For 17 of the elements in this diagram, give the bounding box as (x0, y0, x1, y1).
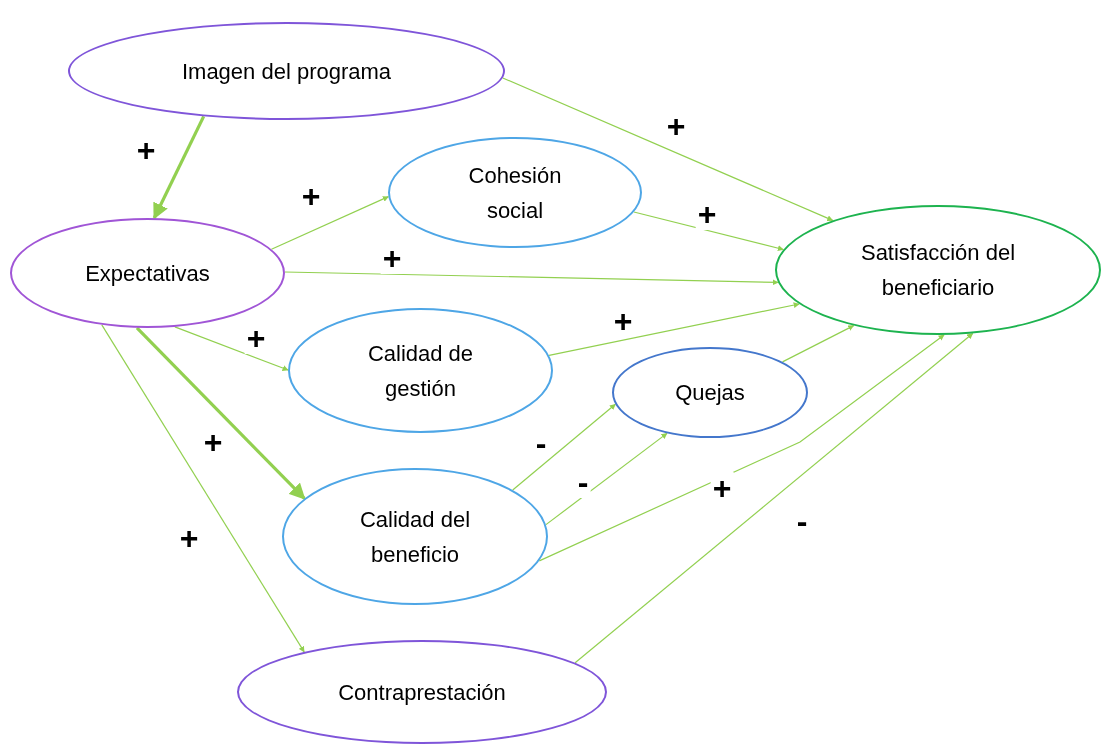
node-label: Expectativas (85, 259, 210, 288)
arrow (174, 326, 289, 371)
node-label: Contraprestación (338, 678, 506, 707)
arrow (135, 326, 306, 500)
arrow (633, 211, 784, 252)
arrow (545, 432, 668, 526)
node-label: Imagen del programa (181, 57, 392, 86)
arrow (781, 325, 855, 363)
node-label: Cohesión social (467, 161, 563, 225)
node-label: Quejas (675, 379, 745, 407)
node-label: Satisfacción del beneficiario (859, 239, 1017, 302)
node-label: Calidad del beneficio (358, 505, 472, 569)
arrow (270, 196, 389, 250)
node-label: Calidad de gestión (366, 339, 475, 403)
arrow (538, 334, 945, 562)
arrow (574, 332, 974, 664)
arrow (512, 403, 616, 491)
